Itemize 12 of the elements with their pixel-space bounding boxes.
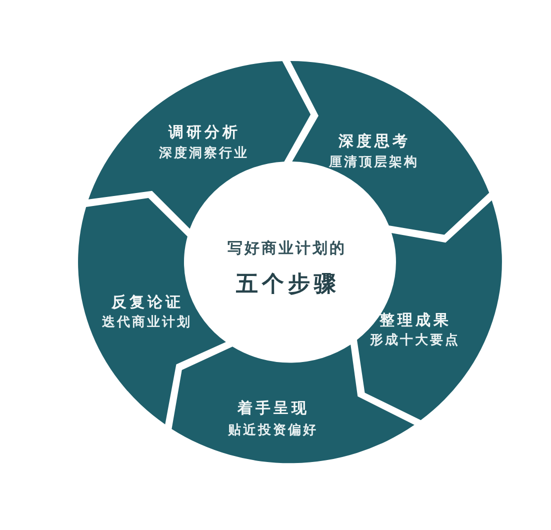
step-description: 贴近投资偏好: [227, 423, 318, 439]
center-subtitle: 写好商业计划的: [226, 239, 346, 257]
step-title: 着手呈现: [236, 399, 310, 417]
step-description: 迭代商业计划: [101, 315, 192, 331]
step-title: 调研分析: [167, 123, 240, 141]
step-description: 深度洞察行业: [158, 146, 249, 162]
step-title: 整理成果: [378, 311, 452, 329]
step-title: 深度思考: [338, 132, 410, 150]
step-description: 形成十大要点: [369, 333, 460, 349]
step-title: 反复论证: [110, 293, 184, 311]
step-description: 厘清顶层架构: [328, 155, 419, 171]
center-title: 五个步骤: [235, 270, 340, 298]
